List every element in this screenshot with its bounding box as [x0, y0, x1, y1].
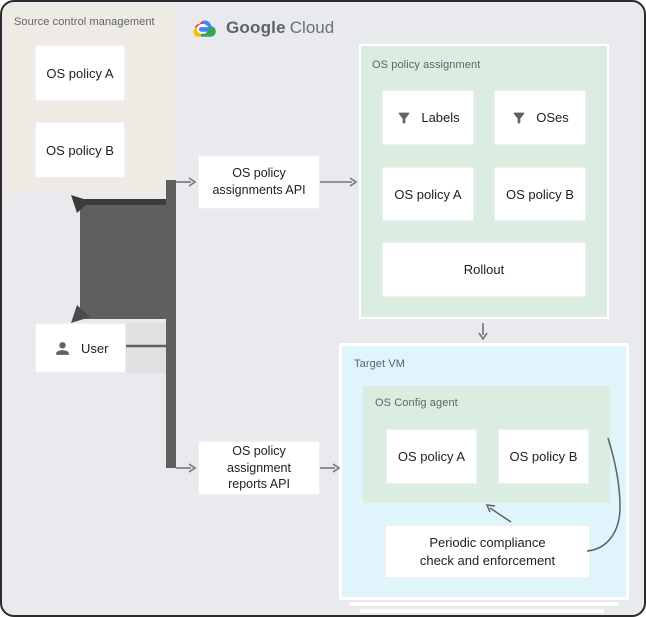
arrowhead-right-icon — [349, 177, 358, 187]
os-policy-assignment-reports-api-box: OS policy assignment reports API — [198, 441, 320, 495]
rollout-label: Rollout — [463, 262, 505, 277]
assignment-os-policy-b-label: OS policy B — [506, 186, 574, 202]
source-control-panel: Source control management OS policy A OS… — [4, 6, 176, 194]
arrowhead-right-icon — [188, 177, 197, 187]
labels-card: Labels — [382, 90, 474, 145]
assignment-os-policy-a-card: OS policy A — [382, 167, 474, 221]
user-label: User — [81, 340, 109, 356]
os-policy-assignment-panel: OS policy assignment Labels OSes OS poli… — [359, 44, 609, 319]
assignment-os-policy-a-label: OS policy A — [394, 186, 462, 202]
vm-stack-bar — [360, 609, 604, 613]
labels-card-label: Labels — [421, 110, 460, 125]
target-vm-panel: Target VM OS Config agent OS policy A OS… — [339, 343, 629, 600]
os-config-agent-panel: OS Config agent OS policy A OS policy B — [363, 386, 610, 503]
arrowhead-down-icon — [478, 332, 488, 341]
oses-card-label: OSes — [536, 110, 569, 125]
target-vm-label: Target VM — [354, 358, 406, 370]
periodic-compliance-label: Periodic compliance check and enforcemen… — [419, 534, 556, 568]
os-policy-assignment-label: OS policy assignment — [372, 59, 481, 71]
agent-os-policy-b-label: OS policy B — [509, 449, 578, 464]
google-cloud-logo-icon — [190, 17, 216, 38]
user-card-shadow — [126, 323, 166, 373]
os-config-agent-label: OS Config agent — [375, 397, 458, 409]
oses-card: OSes — [494, 90, 586, 145]
vertical-connector-bar — [166, 180, 176, 468]
arrowhead-right-icon — [188, 463, 197, 473]
rollout-card: Rollout — [382, 242, 586, 297]
vm-stack-bar — [349, 602, 619, 606]
assignment-os-policy-b-card: OS policy B — [494, 167, 586, 221]
source-os-policy-a-label: OS policy A — [46, 65, 114, 81]
agent-os-policy-b-card: OS policy B — [498, 429, 589, 484]
source-os-policy-b-label: OS policy B — [46, 142, 114, 158]
os-policy-assignment-reports-api-label: OS policy assignment reports API — [227, 443, 291, 492]
source-os-policy-b-card: OS policy B — [35, 122, 125, 178]
user-icon — [53, 339, 72, 358]
periodic-compliance-card: Periodic compliance check and enforcemen… — [385, 525, 590, 578]
thick-connector-block — [71, 195, 166, 323]
user-card: User — [35, 323, 126, 373]
arrowhead-up-icon — [71, 195, 90, 213]
os-policy-assignments-api-label: OS policy assignments API — [212, 166, 306, 197]
agent-os-policy-a-label: OS policy A — [397, 449, 466, 464]
arrowhead-down-icon — [71, 305, 90, 323]
filter-icon — [511, 110, 527, 126]
os-policy-assignments-api-box: OS policy assignments API — [198, 155, 320, 209]
source-os-policy-a-card: OS policy A — [35, 45, 125, 101]
agent-os-policy-a-card: OS policy A — [386, 429, 477, 484]
filter-icon — [396, 110, 412, 126]
source-control-label: Source control management — [14, 16, 155, 28]
